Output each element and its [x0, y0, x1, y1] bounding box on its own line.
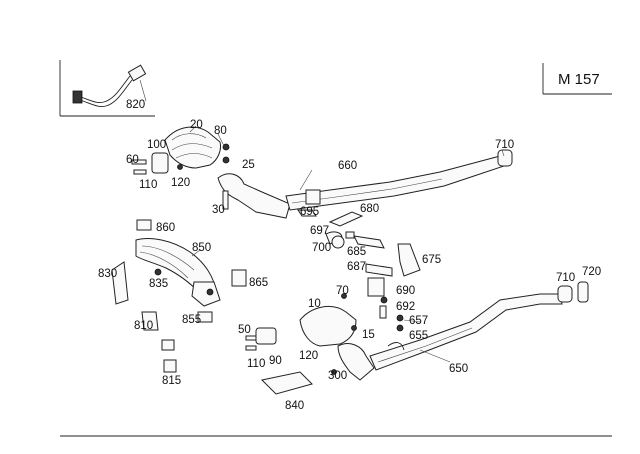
callout-100: 100 [147, 139, 166, 151]
leader-lines [139, 79, 505, 363]
callout-710-lower: 710 [556, 272, 575, 284]
callout-860: 860 [156, 222, 175, 234]
gasket-100-icon [151, 152, 169, 174]
callout-830: 830 [98, 268, 117, 280]
callout-685: 685 [347, 246, 366, 258]
callout-815: 815 [162, 375, 181, 387]
callout-680: 680 [360, 203, 379, 215]
callout-70: 70 [336, 285, 349, 297]
lower-exhaust-manifold [135, 219, 247, 323]
model-code-box: M 157 [542, 63, 612, 95]
callout-657: 657 [409, 315, 428, 327]
upper-front-pipe [217, 149, 513, 219]
bracket-830-810 [111, 261, 177, 373]
callout-855: 855 [182, 314, 201, 326]
callout-labels: 820 20 80 100 60 25 110 120 30 660 710 6… [98, 99, 601, 412]
callout-850: 850 [192, 242, 211, 254]
callout-60: 60 [126, 154, 139, 166]
callout-20: 20 [190, 119, 203, 131]
sensor-connector-icon [72, 90, 83, 104]
oxygen-sensor-icon [127, 64, 147, 82]
lower-front-pipe [245, 281, 589, 395]
callout-692: 692 [396, 301, 415, 313]
model-code-label: M 157 [558, 71, 600, 88]
upper-exhaust-manifold [151, 126, 230, 174]
clamp-710-icon [497, 149, 513, 167]
callout-110-upper: 110 [139, 179, 157, 191]
callout-10: 10 [308, 298, 321, 310]
callout-675: 675 [422, 254, 441, 266]
callout-655: 655 [409, 330, 428, 342]
callout-80: 80 [214, 125, 227, 137]
callout-90: 90 [269, 355, 282, 367]
gasket-855-icon [197, 311, 213, 323]
callout-720: 720 [582, 266, 601, 278]
callout-700: 700 [312, 242, 331, 254]
callout-697: 697 [310, 225, 329, 237]
callout-710-upper: 710 [495, 139, 514, 151]
callout-820: 820 [126, 99, 145, 111]
callout-687: 687 [347, 261, 366, 273]
callout-110-lower: 110 [247, 358, 265, 370]
bracket-840-icon [260, 371, 313, 395]
callout-30: 30 [212, 204, 225, 216]
clamp-720-icon [577, 281, 589, 303]
callout-810: 810 [134, 320, 153, 332]
heat-shield-860-icon [136, 219, 152, 231]
callout-300: 300 [328, 370, 347, 382]
callout-15: 15 [362, 329, 375, 341]
callout-120-upper: 120 [171, 177, 190, 189]
clamp-710b-icon [557, 285, 573, 303]
hanger-brackets [297, 209, 421, 297]
callout-120-lower: 120 [299, 350, 318, 362]
callout-865: 865 [249, 277, 268, 289]
oxygen-sensor-inset [59, 60, 155, 117]
callout-835: 835 [149, 278, 168, 290]
callout-690: 690 [396, 285, 415, 297]
callout-695: 695 [300, 206, 319, 218]
gasket-90-icon [255, 327, 277, 345]
callout-660: 660 [338, 160, 357, 172]
callout-25: 25 [242, 159, 255, 171]
bracket-865-icon [231, 269, 247, 287]
callout-650: 650 [449, 363, 468, 375]
callout-50: 50 [238, 324, 251, 336]
callout-840: 840 [285, 400, 304, 412]
